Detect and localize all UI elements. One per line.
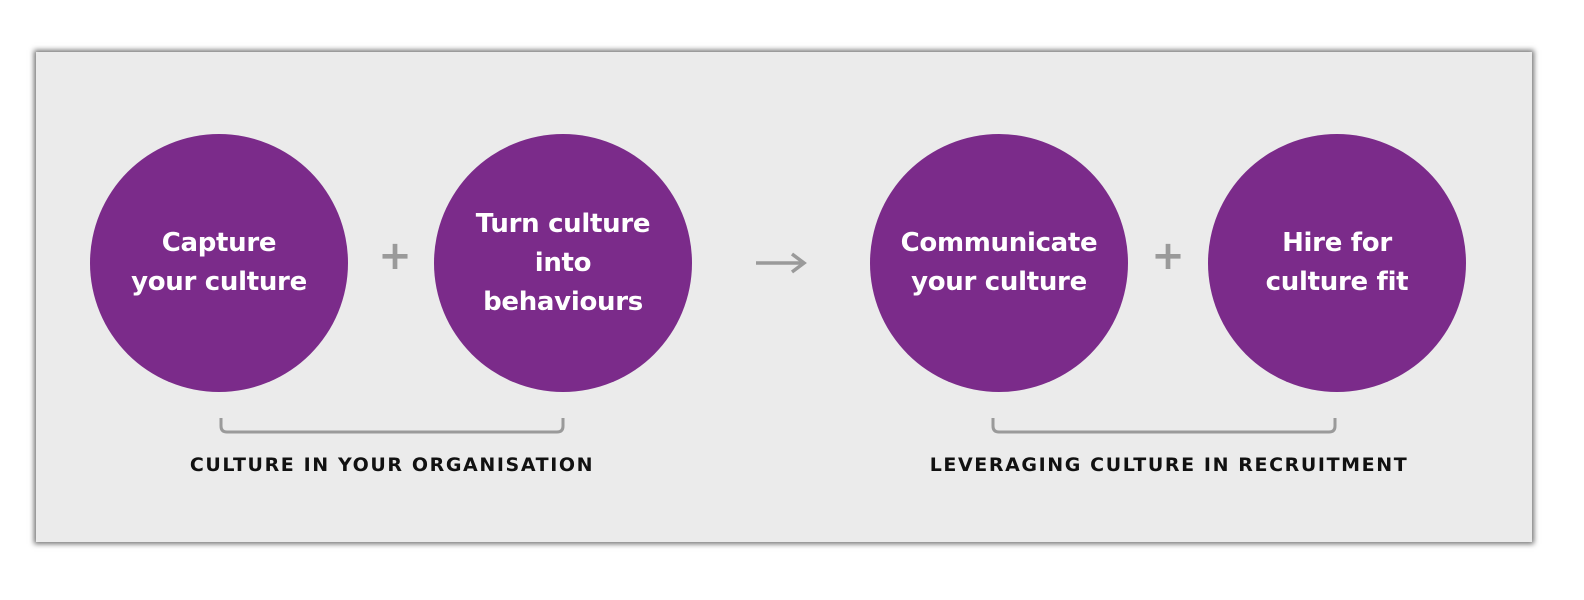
step-circle-capture: Capture your culture xyxy=(90,134,348,392)
step-circle-behaviours: Turn culture into behaviours xyxy=(434,134,692,392)
plus-icon: + xyxy=(1151,233,1185,279)
step-circle-hire: Hire for culture fit xyxy=(1208,134,1466,392)
arrow-right-icon xyxy=(756,252,807,274)
step-label: Capture your culture xyxy=(131,228,307,297)
plus-icon: + xyxy=(378,233,412,279)
step-label: Hire for culture fit xyxy=(1265,228,1409,297)
group-bracket xyxy=(219,418,565,434)
group-label-organisation: CULTURE IN YOUR ORGANISATION xyxy=(189,454,595,476)
group-bracket xyxy=(991,418,1337,434)
group-label-recruitment: LEVERAGING CULTURE IN RECRUITMENT xyxy=(929,454,1409,476)
step-label: Turn culture into behaviours xyxy=(475,208,651,317)
step-circle-communicate: Communicate your culture xyxy=(870,134,1128,392)
step-label: Communicate your culture xyxy=(900,228,1098,297)
